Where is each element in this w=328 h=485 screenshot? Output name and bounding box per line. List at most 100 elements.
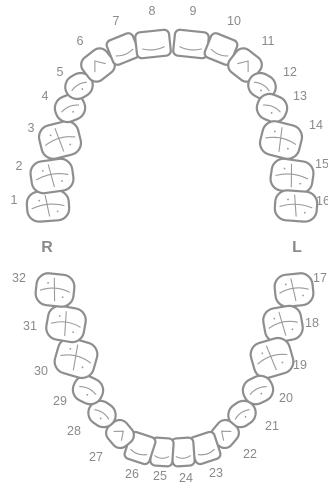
tooth-number-label: 25: [153, 469, 167, 483]
upper-arch: [25, 28, 319, 223]
tooth-pit: [281, 361, 284, 364]
tooth-groove: [279, 203, 313, 209]
tooth-4[interactable]: [51, 90, 89, 125]
tooth-crown: [87, 399, 117, 429]
tooth-2[interactable]: [29, 157, 75, 195]
tooth-crown: [273, 189, 319, 223]
tooth-pit: [291, 328, 294, 331]
tooth-10[interactable]: [203, 32, 239, 67]
tooth-groove: [31, 203, 65, 210]
tooth-pit: [303, 211, 306, 214]
tooth-pit: [270, 112, 273, 114]
tooth-number-label: 29: [53, 394, 67, 408]
tooth-groove: [278, 311, 287, 336]
tooth-number-label: 17: [313, 271, 327, 285]
tooth-number-label: 31: [23, 319, 37, 333]
tooth-groove: [265, 136, 297, 145]
tooth-groove: [290, 278, 297, 302]
tooth-crown: [247, 71, 277, 101]
tooth-groove: [35, 173, 69, 181]
tooth-pit: [286, 147, 289, 150]
tooth-crown: [134, 28, 172, 60]
tooth-crown: [37, 120, 83, 160]
tooth-pit: [86, 393, 89, 396]
tooth-groove: [290, 163, 293, 188]
tooth-groove: [154, 455, 170, 459]
tooth-13[interactable]: [253, 90, 291, 125]
tooth-number-label: 32: [12, 271, 26, 285]
tooth-groove: [268, 320, 298, 329]
tooth-32[interactable]: [34, 272, 76, 308]
tooth-number-label: 15: [315, 157, 328, 171]
tooth-pit: [284, 283, 287, 286]
tooth-groove: [44, 194, 51, 217]
tooth-14[interactable]: [257, 119, 304, 162]
tooth-29[interactable]: [69, 372, 107, 409]
tooth-pit: [273, 130, 276, 133]
tooth-groove: [64, 311, 67, 337]
tooth-crown: [249, 336, 295, 380]
tooth-pit: [47, 281, 50, 284]
tooth-pit: [299, 182, 302, 185]
tooth-pit: [58, 315, 61, 317]
tooth-number-label: 4: [42, 89, 49, 103]
tooth-pit: [61, 180, 63, 182]
tooth-number-label: 5: [57, 65, 64, 79]
tooth-pit: [69, 143, 72, 146]
right-side-label: R: [41, 239, 53, 256]
tooth-15[interactable]: [269, 157, 315, 195]
tooth-number-label: 11: [262, 34, 275, 48]
tooth-24[interactable]: [170, 436, 196, 468]
tooth-pit: [260, 392, 263, 395]
left-side-label: L: [292, 239, 302, 256]
tooth-pit: [81, 88, 84, 90]
tooth-groove: [53, 277, 56, 302]
tooth-27[interactable]: [102, 416, 137, 451]
tooth-8[interactable]: [134, 28, 172, 60]
tooth-31[interactable]: [44, 304, 87, 344]
tooth-groove: [265, 345, 277, 371]
tooth-30[interactable]: [52, 335, 100, 381]
tooth-pit: [283, 167, 286, 170]
tooth-number-label: 7: [113, 14, 120, 28]
tooth-pit: [273, 317, 276, 320]
tooth-number-label: 3: [28, 121, 35, 135]
tooth-groove: [60, 354, 91, 364]
tooth-crown: [170, 436, 196, 468]
tooth-16[interactable]: [273, 189, 319, 223]
tooth-28[interactable]: [84, 396, 121, 432]
tooth-pit: [49, 134, 52, 137]
tooth-21[interactable]: [224, 396, 261, 432]
tooth-1[interactable]: [25, 189, 71, 223]
tooth-12[interactable]: [244, 69, 280, 104]
tooth-number-label: 10: [227, 14, 241, 28]
tooth-pit: [244, 415, 247, 418]
tooth-number-label: 27: [89, 450, 103, 464]
tooth-groove: [294, 194, 297, 217]
tooth-number-label: 6: [77, 34, 84, 48]
tooth-19[interactable]: [248, 335, 296, 381]
tooth-pit: [260, 89, 262, 92]
tooth-pit: [287, 198, 289, 201]
tooth-crown: [241, 374, 275, 406]
tooth-number-label: 13: [293, 89, 307, 103]
tooth-20[interactable]: [239, 372, 277, 409]
tooth-number-label: 28: [67, 424, 81, 438]
tooth-number-label: 21: [265, 419, 279, 433]
tooth-number-label: 1: [11, 193, 18, 207]
tooth-crown: [269, 157, 315, 195]
tooth-groove: [179, 46, 202, 51]
tooth-pit: [69, 347, 72, 350]
tooth-pit: [72, 110, 75, 113]
tooth-groove: [279, 287, 309, 294]
tooth-groove: [234, 409, 250, 420]
tooth-crown: [25, 189, 71, 223]
tooth-groove: [278, 127, 283, 152]
tooth-crown: [53, 92, 87, 124]
tooth-pit: [302, 294, 304, 297]
tooth-pit: [72, 331, 74, 334]
tooth-17[interactable]: [273, 272, 315, 308]
tooth-3[interactable]: [36, 119, 83, 162]
tooth-23[interactable]: [188, 430, 222, 466]
